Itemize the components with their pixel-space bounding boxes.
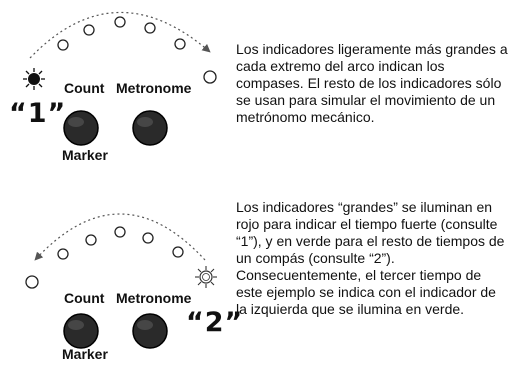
lit-indicator-icon bbox=[23, 68, 45, 90]
metronome-diagram-2: Count Metronome Marker “2” bbox=[0, 183, 242, 366]
marker-label: Marker bbox=[62, 147, 108, 163]
indicator-dot bbox=[144, 22, 156, 34]
swing-arc-arrow bbox=[29, 11, 211, 59]
swing-arc-arrow bbox=[34, 213, 206, 261]
metronome-label: Metronome bbox=[116, 290, 192, 306]
description-paragraph-1: Los indicadores ligeramente más grandes … bbox=[236, 41, 508, 125]
count-label: Count bbox=[64, 290, 105, 306]
metronome-knob bbox=[132, 313, 168, 349]
count-label: Count bbox=[64, 80, 105, 96]
indicator-dot-left-end bbox=[25, 275, 39, 289]
indicator-dot bbox=[114, 16, 126, 28]
indicator-dot-right-end bbox=[203, 70, 217, 84]
metronome-knob bbox=[132, 110, 168, 146]
count-marker-knob bbox=[63, 313, 99, 349]
indicator-dot bbox=[57, 39, 69, 51]
indicator-dot bbox=[142, 232, 154, 244]
metronome-label: Metronome bbox=[116, 80, 192, 96]
marker-label: Marker bbox=[62, 346, 108, 362]
beat-label: “1” bbox=[9, 98, 67, 129]
indicator-dot bbox=[172, 246, 184, 258]
indicator-dot bbox=[174, 38, 186, 50]
indicator-dot bbox=[57, 248, 69, 260]
metronome-diagram-2-graphic bbox=[25, 213, 217, 349]
indicator-dot bbox=[83, 24, 95, 36]
metronome-diagram-1-graphic bbox=[23, 11, 217, 146]
lit-indicator-icon bbox=[195, 266, 217, 288]
metronome-diagram-1: Count Metronome Marker “1” bbox=[0, 0, 232, 183]
indicator-dot bbox=[114, 226, 126, 238]
count-marker-knob bbox=[63, 110, 99, 146]
indicator-dot bbox=[85, 234, 97, 246]
description-paragraph-2: Los indicadores “grandes” se iluminan en… bbox=[236, 199, 505, 317]
beat-label: “2” bbox=[186, 307, 244, 338]
